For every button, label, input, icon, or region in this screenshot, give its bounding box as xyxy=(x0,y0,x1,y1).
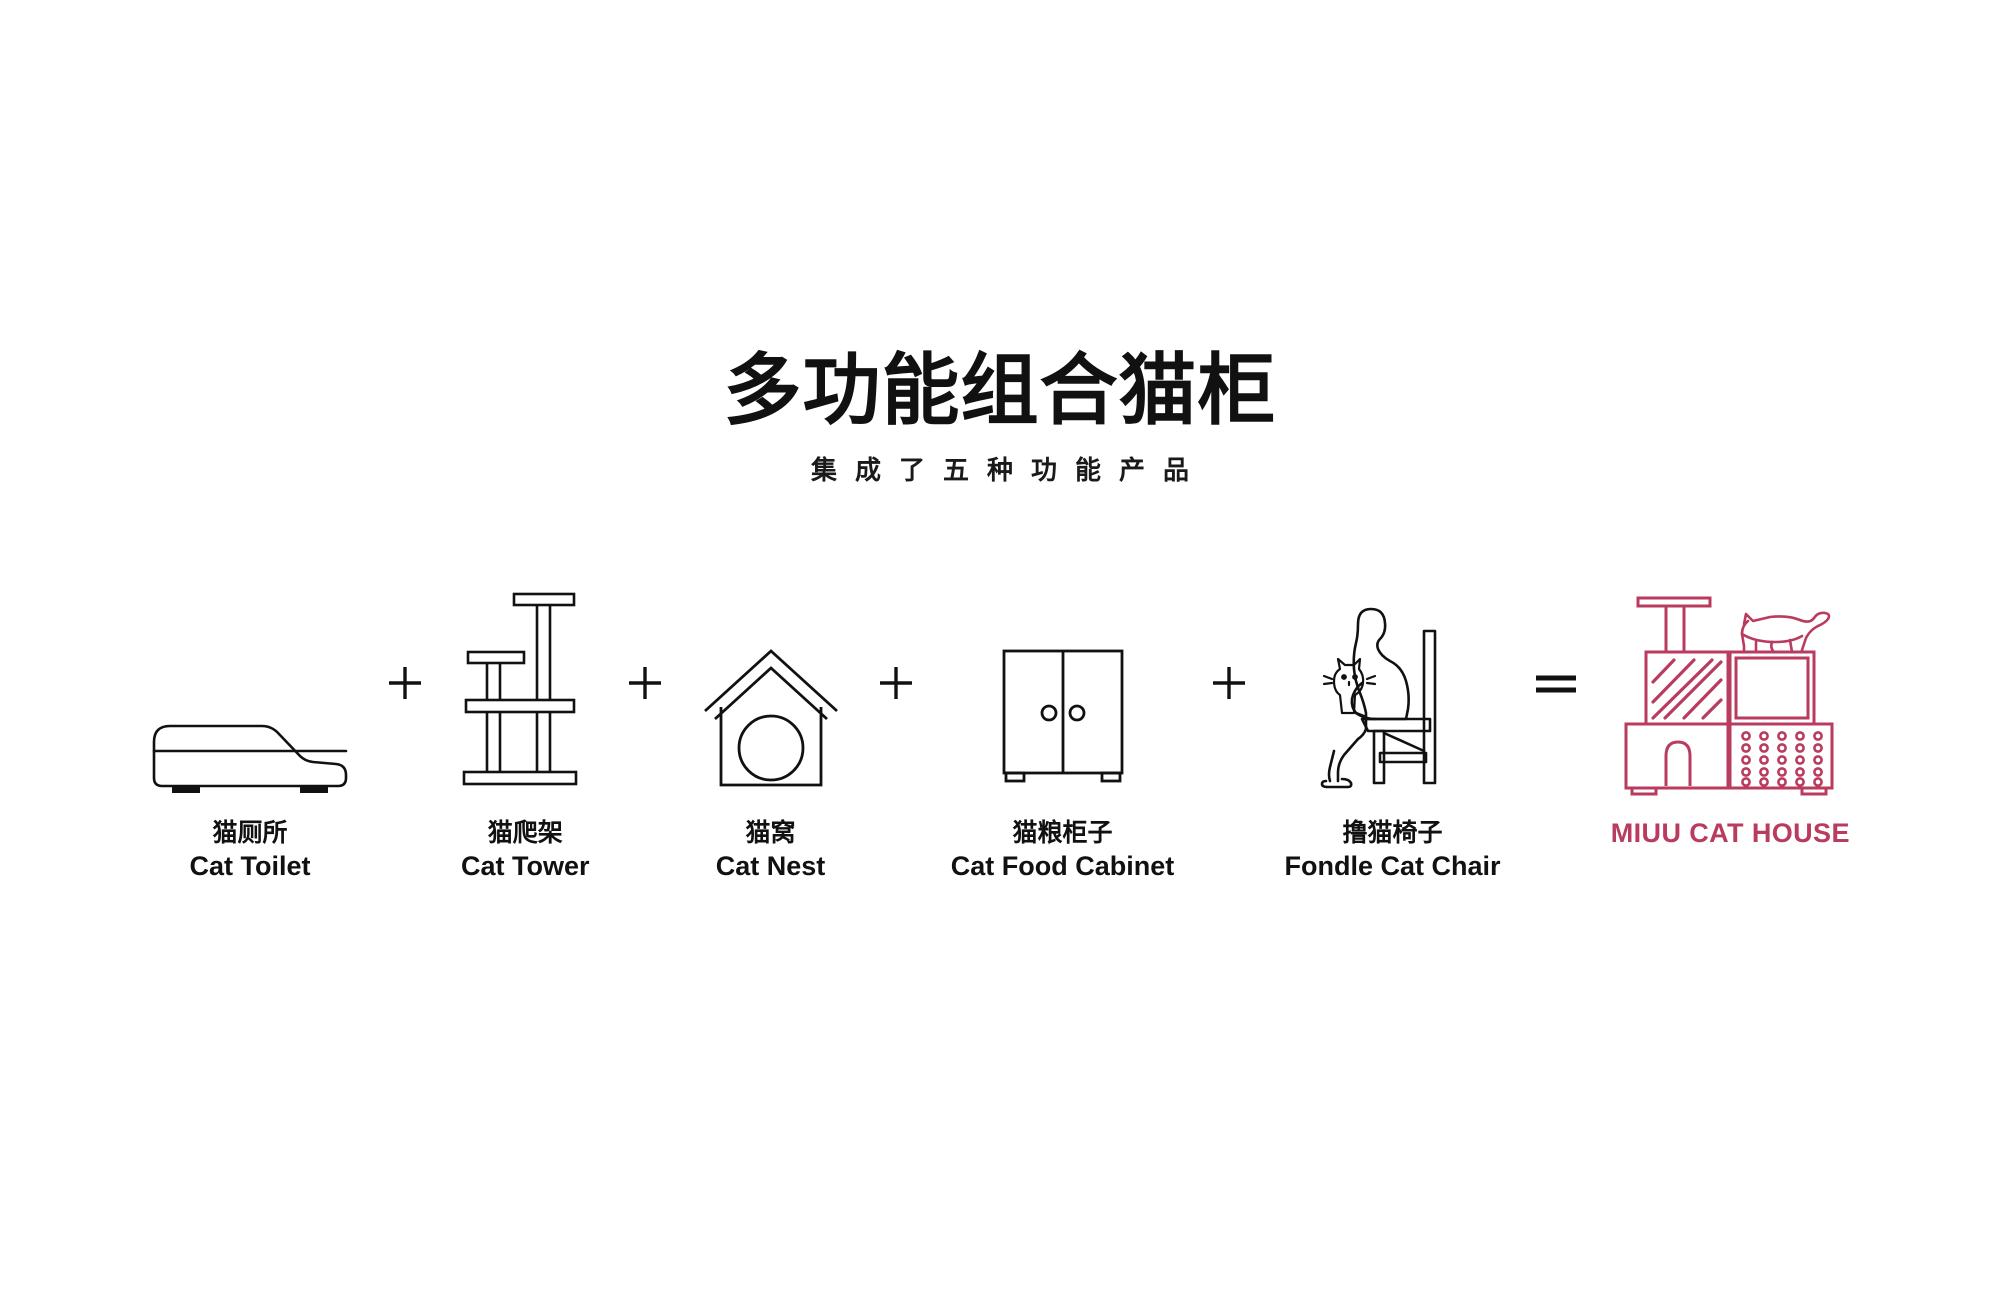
fondle-cat-chair-art xyxy=(1318,575,1468,790)
cat-toilet-label-cn: 猫厕所 xyxy=(212,818,288,847)
result-hatch-pattern xyxy=(1651,658,1723,720)
cat-nest-icon xyxy=(703,649,838,787)
fondle-cat-chair-icon xyxy=(1320,607,1436,789)
cat-toilet-labels: 猫厕所 Cat Toilet xyxy=(190,816,311,885)
page-subtitle: 集成了五种功能产品 xyxy=(810,456,1207,486)
cat-toilet-label-en: Cat Toilet xyxy=(189,851,311,881)
cat-tower-label-cn: 猫爬架 xyxy=(487,818,563,847)
plus-icon xyxy=(389,666,422,699)
header: 多功能组合猫柜 集成了五种功能产品 xyxy=(0,352,2000,487)
result-dot-grid xyxy=(1741,731,1824,787)
cat-food-cabinet-art xyxy=(998,575,1128,790)
cat-food-cabinet-label-en: Cat Food Cabinet xyxy=(950,851,1175,881)
cat-nest-label-cn: 猫窝 xyxy=(745,818,796,847)
cat-tower-label-en: Cat Tower xyxy=(460,851,590,881)
product-equation-row: 猫厕所 Cat Toilet xyxy=(150,575,1850,885)
cat-toilet-icon xyxy=(152,724,348,793)
cat-food-cabinet-label-cn: 猫粮柜子 xyxy=(1012,818,1113,847)
fondle-cat-chair-label-en: Fondle Cat Chair xyxy=(1284,851,1501,881)
equation-item-cat-food-cabinet: 猫粮柜子 Cat Food Cabinet xyxy=(951,575,1175,885)
plus-icon xyxy=(1213,666,1246,699)
equation-result-miuu-cat-house: MIUU CAT HOUSE xyxy=(1611,575,1850,852)
held-cat-icon xyxy=(1322,657,1376,715)
cat-nest-labels: 猫窝 Cat Nest xyxy=(716,816,826,885)
cat-tower-art xyxy=(460,575,590,790)
miuu-cat-house-labels: MIUU CAT HOUSE xyxy=(1611,816,1850,852)
miuu-cat-house-icon xyxy=(1624,596,1834,796)
walking-cat-icon xyxy=(1741,611,1831,654)
cat-nest-art xyxy=(701,575,841,790)
cat-toilet-art xyxy=(150,575,350,793)
result-module-lower-right xyxy=(1728,722,1834,790)
cat-tower-labels: 猫爬架 Cat Tower xyxy=(461,816,590,885)
cat-tower-icon xyxy=(462,592,578,786)
plus-icon xyxy=(879,666,912,699)
cat-toilet-foot-left xyxy=(172,786,200,793)
equals-icon xyxy=(1535,675,1576,692)
plus-icon xyxy=(629,666,662,699)
miuu-cat-house-art xyxy=(1620,575,1840,796)
equation-item-cat-tower: 猫爬架 Cat Tower xyxy=(460,575,590,885)
equation-item-fondle-cat-chair: 撸猫椅子 Fondle Cat Chair xyxy=(1285,575,1501,885)
result-module-lower-left xyxy=(1624,722,1730,790)
result-arch-opening xyxy=(1664,740,1692,786)
equation-item-cat-toilet: 猫厕所 Cat Toilet xyxy=(150,575,350,885)
operator-plus-1 xyxy=(375,575,435,790)
page-title: 多功能组合猫柜 xyxy=(723,346,1277,436)
brand-label: MIUU CAT HOUSE xyxy=(1610,818,1850,848)
cat-food-cabinet-icon xyxy=(1002,649,1123,783)
equation-item-cat-nest: 猫窝 Cat Nest xyxy=(701,575,841,885)
cat-toilet-foot-right xyxy=(300,786,328,793)
cat-food-cabinet-labels: 猫粮柜子 Cat Food Cabinet xyxy=(951,816,1175,885)
result-module-upper-right xyxy=(1728,650,1816,726)
operator-plus-3 xyxy=(866,575,926,790)
operator-equals xyxy=(1526,575,1586,790)
result-post xyxy=(1664,604,1686,654)
fondle-cat-chair-labels: 撸猫椅子 Fondle Cat Chair xyxy=(1285,816,1501,885)
operator-plus-4 xyxy=(1199,575,1259,790)
operator-plus-2 xyxy=(615,575,675,790)
fondle-cat-chair-label-cn: 撸猫椅子 xyxy=(1342,818,1443,847)
cat-nest-label-en: Cat Nest xyxy=(715,851,826,881)
